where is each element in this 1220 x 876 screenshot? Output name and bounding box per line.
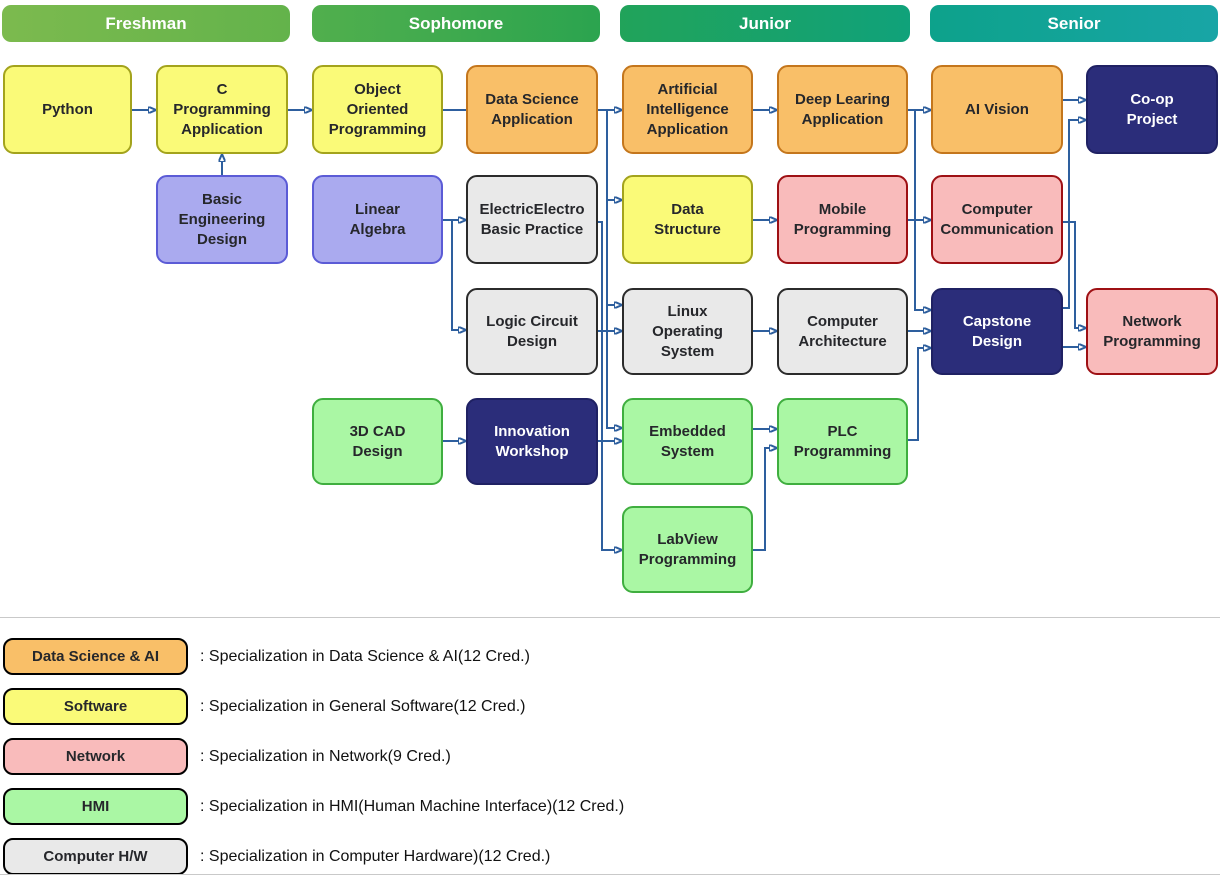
course-c-programming-application: C Programming Application [156, 65, 288, 154]
header-senior: Senior [930, 5, 1218, 42]
course-plc-programming: PLC Programming [777, 398, 908, 485]
bottom-divider [0, 874, 1220, 875]
course-linux-operating-system: Linux Operating System [622, 288, 753, 375]
course-artificial-intelligence-application: Artificial Intelligence Application [622, 65, 753, 154]
edge-deeplearning-capstone [914, 110, 924, 310]
course-computer-architecture: Computer Architecture [777, 288, 908, 375]
course-ai-vision: AI Vision [931, 65, 1063, 154]
legend-badge-hmi: HMI [3, 788, 188, 825]
legend-badge-software: Software [3, 688, 188, 725]
course-logic-circuit-design: Logic Circuit Design [466, 288, 598, 375]
header-junior: Junior [620, 5, 910, 42]
course-computer-communication: Computer Communication [931, 175, 1063, 264]
course-data-structure: Data Structure [622, 175, 753, 264]
edge-electric-labview [598, 221, 615, 550]
legend-description-data-science-ai: : Specialization in Data Science & AI(12… [200, 648, 530, 665]
course-object-oriented-programming: Object Oriented Programming [312, 65, 443, 154]
legend-divider [0, 617, 1220, 618]
edge-labview-plc [753, 448, 770, 551]
edge-linear-logic [451, 220, 459, 330]
course-3d-cad-design: 3D CAD Design [312, 398, 443, 485]
course-innovation-workshop: Innovation Workshop [466, 398, 598, 485]
course-python: Python [3, 65, 132, 154]
course-embedded-system: Embedded System [622, 398, 753, 485]
legend-description-computer-hw: : Specialization in Computer Hardware)(1… [200, 848, 551, 865]
legend-badge-data-science-ai: Data Science & AI [3, 638, 188, 675]
course-network-programming: Network Programming [1086, 288, 1218, 375]
course-linear-algebra: Linear Algebra [312, 175, 443, 264]
edge-dsapp-embedded [606, 305, 615, 428]
legend-description-hmi: : Specialization in HMI(Human Machine In… [200, 798, 625, 815]
edge-compcomm-netprog [1063, 221, 1079, 328]
legend-description-network: : Specialization in Network(9 Cred.) [200, 748, 451, 765]
legend-description-software: : Specialization in General Software(12 … [200, 698, 526, 715]
edge-capstone-coop [1063, 120, 1079, 309]
course-deep-learing-application: Deep Learing Application [777, 65, 908, 154]
course-labview-programming: LabView Programming [622, 506, 753, 593]
header-freshman: Freshman [2, 5, 290, 42]
course-capstone-design: Capstone Design [931, 288, 1063, 375]
edge-plc-capstone [908, 348, 924, 441]
course-basic-engineering-design: Basic Engineering Design [156, 175, 288, 264]
course-coop-project: Co-op Project [1086, 65, 1218, 154]
legend-badge-network: Network [3, 738, 188, 775]
edge-dsapp-datastructure [606, 110, 615, 200]
header-sophomore: Sophomore [312, 5, 600, 42]
course-mobile-programming: Mobile Programming [777, 175, 908, 264]
course-electric-electro-basic-practice: ElectricElectro Basic Practice [466, 175, 598, 264]
edge-dsapp-linux [606, 200, 615, 305]
course-data-science-application: Data Science Application [466, 65, 598, 154]
legend-badge-computer-hw: Computer H/W [3, 838, 188, 875]
